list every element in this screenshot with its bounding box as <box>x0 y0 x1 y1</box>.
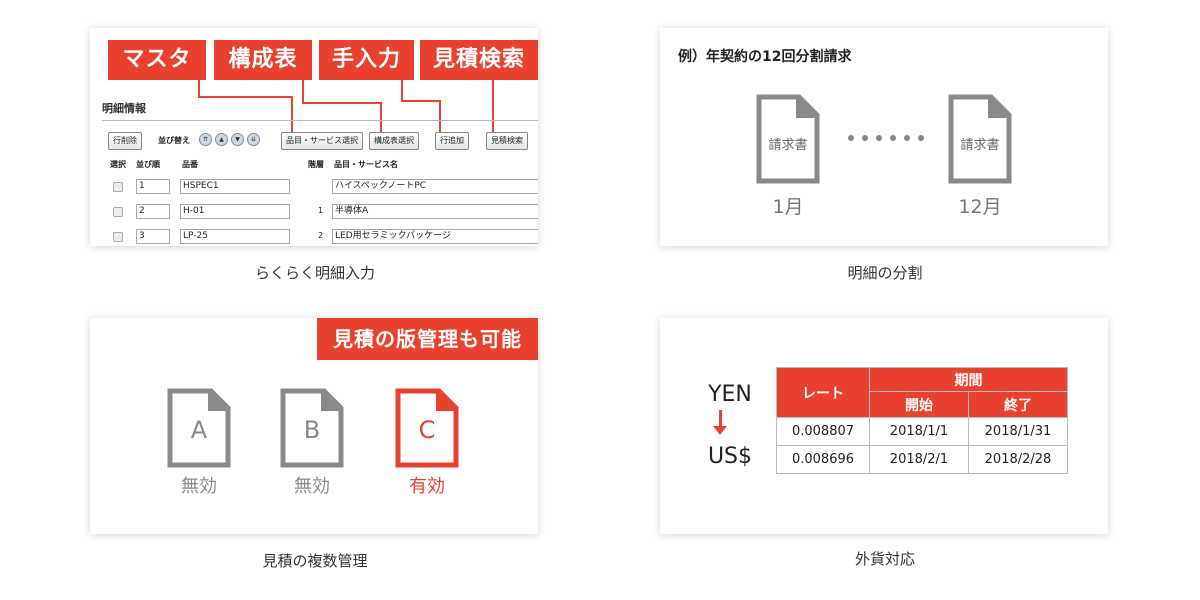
sort-down-icon[interactable]: ▼ <box>231 133 244 146</box>
invoice-label: 請求書 <box>768 138 808 153</box>
code-input[interactable]: LP-25 <box>180 229 290 244</box>
quote-version-panel: 見積の版管理も可能 A 無効 B 無効 C 有効 <box>90 318 538 534</box>
add-row-button[interactable]: 行追加 <box>435 132 469 150</box>
invoice-document-icon <box>756 94 820 184</box>
leader-line <box>439 100 441 136</box>
version-document-icon <box>395 388 459 468</box>
name-input[interactable]: LED用セラミックパッケージ <box>332 229 538 244</box>
detail-entry-panel: マスタ 構成表 手入力 見積検索 明細情報 行削除 並び替え ⇈ ▲ ▼ ⇊ 品… <box>90 28 538 246</box>
table-row: 0.008696 2018/2/1 2018/2/28 <box>776 445 1068 474</box>
sort-label: 並び替え <box>158 136 190 145</box>
start-cell: 2018/1/1 <box>869 417 969 446</box>
ellipsis-dots <box>848 135 924 141</box>
leader-line <box>380 102 382 136</box>
version-document-icon <box>280 388 344 468</box>
from-currency: YEN <box>708 382 752 407</box>
row-checkbox[interactable] <box>113 182 123 192</box>
rate-header: レート <box>776 367 870 418</box>
foreign-currency-panel: YEN US$ レート 期間 開始 終了 0.008807 2018/1/1 2… <box>660 318 1108 534</box>
tag-quote-search: 見積検索 <box>420 40 538 80</box>
version-status: 有効 <box>409 476 445 497</box>
col-name: 品目・サービス名 <box>334 160 398 169</box>
name-input[interactable]: 半導体A <box>332 204 538 219</box>
order-input[interactable]: 3 <box>136 229 170 244</box>
sort-bottom-icon[interactable]: ⇊ <box>247 133 260 146</box>
order-input[interactable]: 2 <box>136 204 170 219</box>
table-row: 0.008807 2018/1/1 2018/1/31 <box>776 417 1068 446</box>
version-status: 無効 <box>181 476 217 497</box>
caption-detail-entry: らくらく明細入力 <box>254 264 375 282</box>
tag-bom: 構成表 <box>214 40 312 80</box>
table-header: 選択 並び順 品番 階層 品目・サービス名 <box>110 159 538 173</box>
end-cell: 2018/2/28 <box>968 445 1068 474</box>
split-example-title: 例）年契約の12回分割請求 <box>678 49 852 65</box>
version-letter: B <box>303 416 321 444</box>
rate-cell: 0.008807 <box>776 417 870 446</box>
col-order: 並び順 <box>136 160 160 169</box>
col-select: 選択 <box>110 160 126 169</box>
version-letter: C <box>418 416 436 444</box>
divider <box>102 120 538 121</box>
delete-row-button[interactable]: 行削除 <box>108 132 142 150</box>
arrow-down-icon <box>719 410 722 428</box>
exchange-rate-table: レート 期間 開始 終了 0.008807 2018/1/1 2018/1/31… <box>776 367 1068 474</box>
start-month: 1月 <box>772 196 804 218</box>
bom-select-button[interactable]: 構成表選択 <box>369 132 419 150</box>
leader-line <box>291 96 293 136</box>
leader-line <box>401 80 403 102</box>
end-header: 終了 <box>968 391 1068 418</box>
invoice-document-icon <box>948 94 1012 184</box>
leader-line <box>198 80 200 98</box>
leader-line <box>302 102 382 104</box>
version-status: 無効 <box>294 476 330 497</box>
sort-up-icon[interactable]: ▲ <box>215 133 228 146</box>
col-code: 品番 <box>182 160 198 169</box>
quote-search-button[interactable]: 見積検索 <box>486 132 528 150</box>
section-title: 明細情報 <box>102 102 146 115</box>
leader-line <box>492 80 494 136</box>
caption-detail-split: 明細の分割 <box>847 264 923 282</box>
period-header: 期間 <box>869 367 1068 392</box>
level-value: 1 <box>318 206 324 215</box>
col-level: 階層 <box>308 160 324 169</box>
to-currency: US$ <box>707 444 753 469</box>
row-checkbox[interactable] <box>113 232 123 242</box>
rate-cell: 0.008696 <box>776 445 870 474</box>
name-input[interactable]: ハイスペックノートPC <box>332 179 538 194</box>
leader-line <box>401 100 441 102</box>
table-row: 3 LP-25 2 LED用セラミックパッケージ <box>110 228 538 246</box>
leader-line <box>302 80 304 104</box>
version-banner: 見積の版管理も可能 <box>317 318 538 360</box>
detail-split-panel: 例）年契約の12回分割請求 請求書 1月 請求書 12月 <box>660 28 1108 246</box>
version-letter: A <box>190 416 208 444</box>
start-header: 開始 <box>869 391 969 418</box>
row-checkbox[interactable] <box>113 207 123 217</box>
end-cell: 2018/1/31 <box>968 417 1068 446</box>
table-row: 2 H-01 1 半導体A <box>110 203 538 221</box>
version-document-icon <box>167 388 231 468</box>
level-value: 2 <box>318 231 324 240</box>
leader-line <box>198 96 293 98</box>
item-select-button[interactable]: 品目・サービス選択 <box>281 132 363 150</box>
caption-quote-versions: 見積の複数管理 <box>262 552 368 570</box>
tag-master: マスタ <box>108 40 206 80</box>
code-input[interactable]: H-01 <box>180 204 290 219</box>
caption-foreign-currency: 外貨対応 <box>854 550 915 568</box>
tag-manual-entry: 手入力 <box>319 40 414 80</box>
invoice-label: 請求書 <box>960 138 1000 153</box>
order-input[interactable]: 1 <box>136 179 170 194</box>
sort-top-icon[interactable]: ⇈ <box>199 133 212 146</box>
code-input[interactable]: HSPEC1 <box>180 179 290 194</box>
end-month: 12月 <box>958 196 1002 218</box>
arrow-down-icon <box>713 426 727 435</box>
start-cell: 2018/2/1 <box>869 445 969 474</box>
table-row: 1 HSPEC1 ハイスペックノートPC <box>110 178 538 196</box>
